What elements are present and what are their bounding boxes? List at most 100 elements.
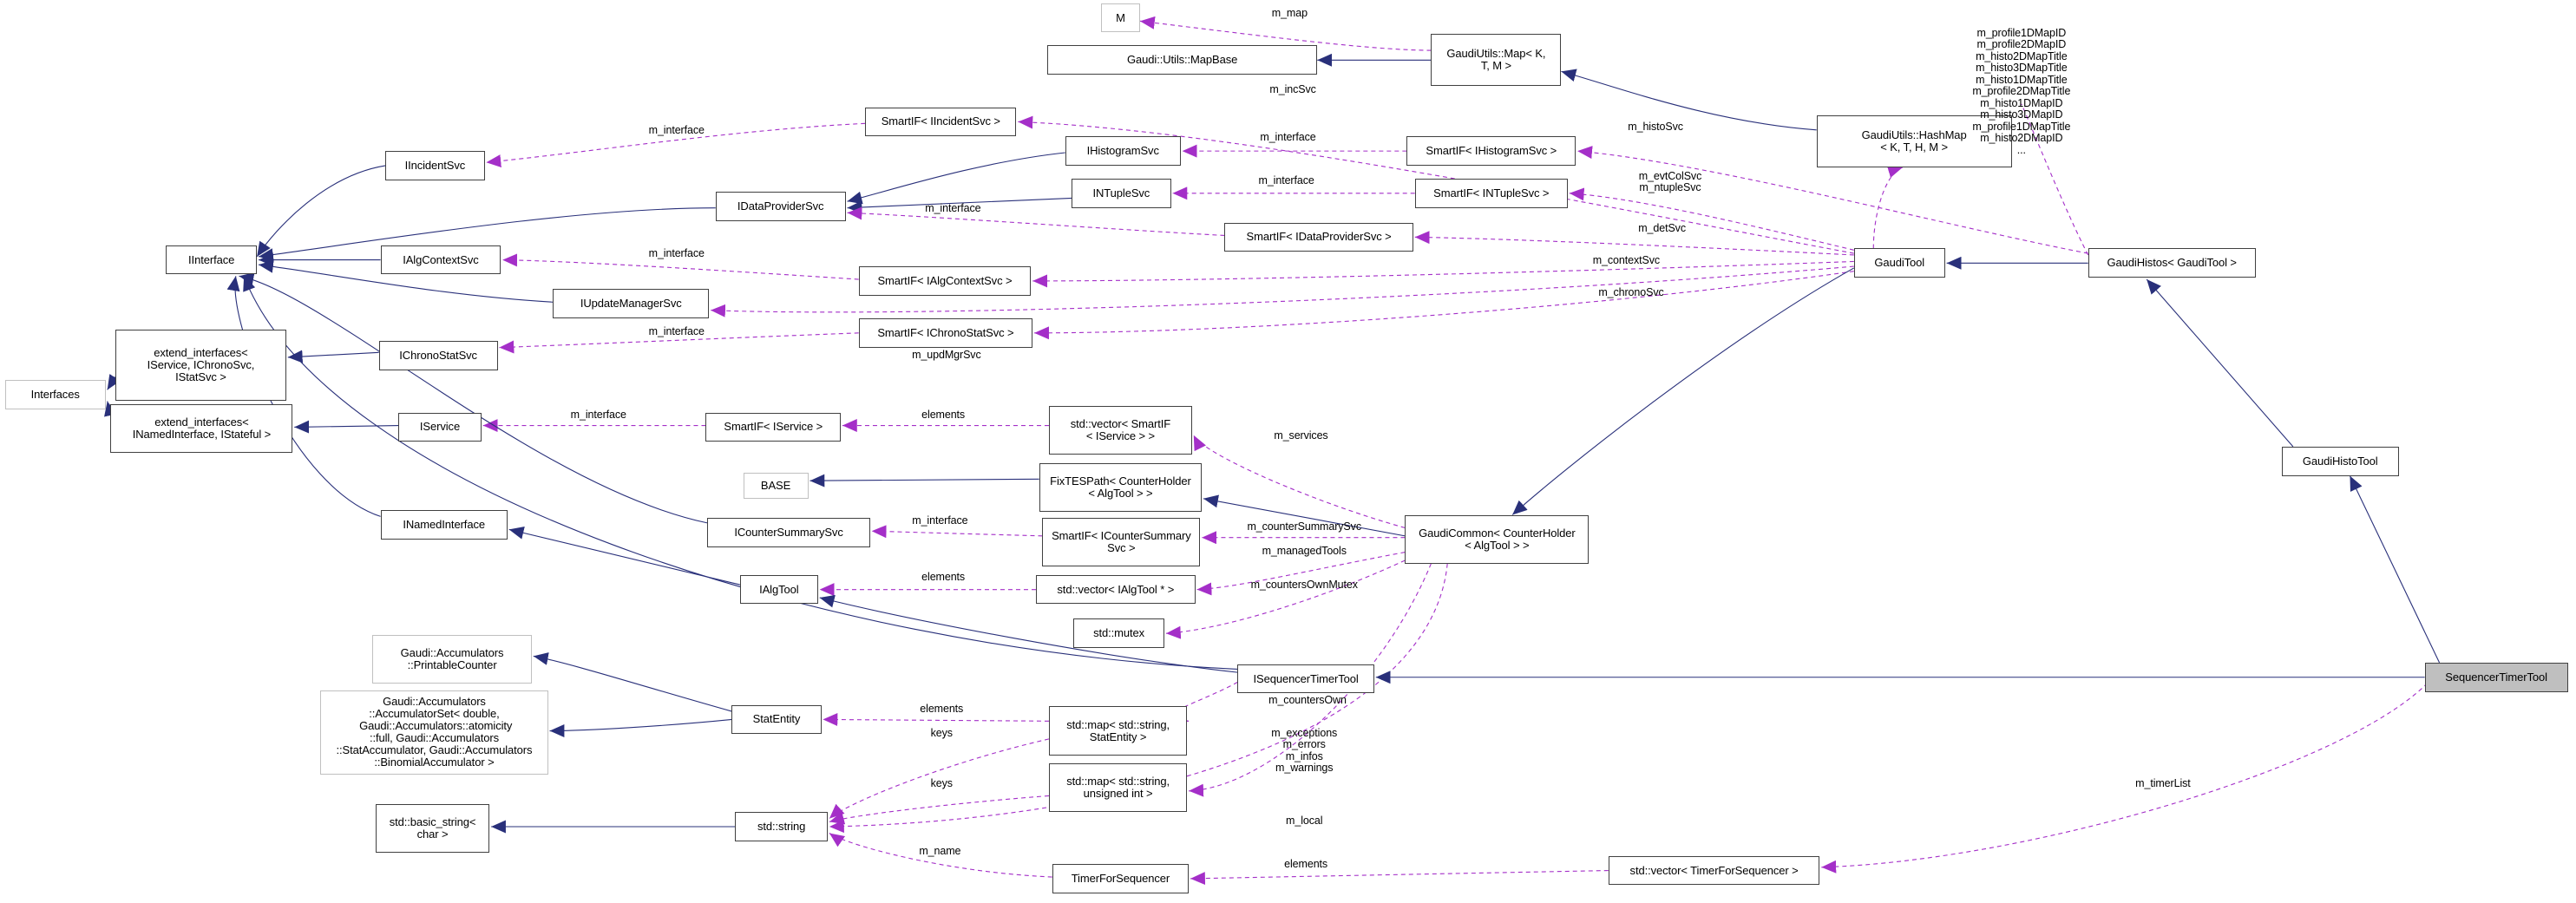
- class-node-label: std::vector< IAlgTool * >: [1057, 582, 1175, 596]
- class-node-ihistogramsvc[interactable]: IHistogramSvc: [1065, 136, 1181, 166]
- class-node-ialgcontextsvc[interactable]: IAlgContextSvc: [380, 245, 501, 275]
- class-node-extend_svc[interactable]: extend_interfaces< IService, IChronoSvc,…: [115, 330, 286, 402]
- class-node-smartif_iincidentsvc[interactable]: SmartIF< IIncidentSvc >: [865, 107, 1017, 137]
- edge-label-m_managedTools: m_managedTools: [1262, 545, 1347, 558]
- edge-label-m_detSvc: m_detSvc: [1638, 221, 1686, 234]
- class-node-fixtespath[interactable]: FixTESPath< CounterHolder < AlgTool > >: [1039, 462, 1203, 512]
- class-node-gmap[interactable]: GaudiUtils::Map< K, T, M >: [1431, 34, 1562, 87]
- class-node-label: IInterface: [188, 252, 235, 266]
- class-node-stdmutex[interactable]: std::mutex: [1073, 618, 1165, 649]
- class-node-label: std::mutex: [1093, 626, 1145, 640]
- edge-isequencertimertool-to-ialgtool: [820, 594, 1238, 672]
- edge-fixtespath-to-base: [810, 474, 1039, 487]
- class-node-smartif_icountersummary[interactable]: SmartIF< ICounterSummary Svc >: [1042, 518, 1201, 567]
- edge-gauditool-to-smartif_intuplesvc: [1570, 187, 1854, 251]
- class-node-vec_ialgtool[interactable]: std::vector< IAlgTool * >: [1035, 574, 1196, 605]
- class-node-M[interactable]: M: [1100, 3, 1140, 33]
- class-node-idataprovidersvc[interactable]: IDataProviderSvc: [715, 191, 846, 221]
- edge-iincidentsvc-to-iinterface: [257, 166, 385, 257]
- class-node-inamedinterface[interactable]: INamedInterface: [380, 509, 508, 540]
- class-node-icountersummarysvc[interactable]: ICounterSummarySvc: [707, 518, 870, 547]
- edge-label-m_interface_2: m_interface: [1260, 130, 1316, 143]
- class-node-gauditool[interactable]: GaudiTool: [1853, 248, 1945, 278]
- edge-statentity-to-accumulatorset: [550, 719, 732, 738]
- class-node-extend_named[interactable]: extend_interfaces< INamedInterface, ISta…: [110, 404, 293, 454]
- class-node-gaudihistos[interactable]: GaudiHistos< GaudiTool >: [2088, 248, 2256, 278]
- class-node-label: Gaudi::Accumulators ::PrintableCounter: [400, 646, 504, 672]
- edge-label-m_interface_4: m_interface: [925, 202, 981, 215]
- edge-smartif_idataprovider-to-idataprovidersvc: [848, 206, 1225, 235]
- edge-ichronostatsvc-to-extend_svc: [288, 350, 379, 363]
- class-node-smartif_iservice[interactable]: SmartIF< IService >: [705, 412, 842, 442]
- edge-label-m_histoSvc: m_histoSvc: [1628, 121, 1683, 134]
- class-node-gaudicommon[interactable]: GaudiCommon< CounterHolder < AlgTool > >: [1405, 514, 1590, 564]
- edge-label-m_local: m_local: [1286, 814, 1323, 827]
- class-node-stdstring[interactable]: std::string: [735, 812, 829, 841]
- class-node-label: SmartIF< INTupleSvc >: [1433, 186, 1550, 200]
- class-node-sequencertimertool[interactable]: SequencerTimerTool: [2424, 662, 2568, 692]
- edge-vec_timerforsequencer-to-timerforsequencer: [1190, 871, 1609, 886]
- class-node-base[interactable]: BASE: [743, 472, 809, 499]
- class-node-gaudihistotool[interactable]: GaudiHistoTool: [2281, 446, 2399, 476]
- edge-sequencertimertool-to-gaudihistotool: [2350, 476, 2439, 663]
- class-node-label: SmartIF< IService >: [724, 420, 823, 434]
- class-node-interfaces[interactable]: Interfaces: [4, 380, 106, 409]
- class-node-label: TimerForSequencer: [1071, 871, 1170, 885]
- class-node-iinterface[interactable]: IInterface: [166, 245, 258, 275]
- edge-gauditool-to-smartif_ichronostatsvc: [1034, 272, 1854, 340]
- class-node-label: GaudiHistoTool: [2302, 454, 2378, 468]
- class-node-ialgtool[interactable]: IAlgTool: [739, 574, 818, 605]
- edge-hashmap-to-gmap: [1561, 69, 1816, 129]
- edge-label-m_updMgrSvc: m_updMgrSvc: [912, 348, 981, 361]
- class-node-label: std::map< std::string, unsigned int >: [1066, 775, 1170, 801]
- class-node-label: SmartIF< IIncidentSvc >: [881, 115, 1000, 128]
- class-node-basicstring[interactable]: std::basic_string< char >: [375, 803, 490, 853]
- class-node-printablecounter[interactable]: Gaudi::Accumulators ::PrintableCounter: [372, 635, 532, 684]
- edge-label-m_services: m_services: [1274, 429, 1328, 442]
- class-node-label: BASE: [760, 478, 791, 492]
- edge-label-m_interface_1: m_interface: [648, 124, 705, 137]
- class-node-vec_timerforsequencer[interactable]: std::vector< TimerForSequencer >: [1608, 855, 1820, 886]
- class-node-label: IAlgTool: [759, 582, 799, 596]
- class-node-smartif_ichronostatsvc[interactable]: SmartIF< IChronoStatSvc >: [858, 317, 1033, 348]
- edge-label-m_countersOwn: m_countersOwn: [1268, 694, 1347, 707]
- class-node-intuplesvc[interactable]: INTupleSvc: [1072, 178, 1171, 208]
- class-node-label: SmartIF< IHistogramSvc >: [1426, 144, 1557, 158]
- class-node-iupdatemanagersvc[interactable]: IUpdateManagerSvc: [553, 289, 710, 318]
- class-node-statentity[interactable]: StatEntity: [731, 704, 822, 735]
- class-node-vec_smartif_iservice[interactable]: std::vector< SmartIF < IService > >: [1048, 406, 1192, 455]
- class-node-smartif_ialgcontextsvc[interactable]: SmartIF< IAlgContextSvc >: [858, 266, 1032, 296]
- class-node-timerforsequencer[interactable]: TimerForSequencer: [1052, 864, 1190, 893]
- class-node-iincidentsvc[interactable]: IIncidentSvc: [385, 151, 485, 180]
- edge-extend_svc-to-interfaces: [108, 374, 121, 389]
- class-node-label: StatEntity: [752, 712, 801, 726]
- edge-label-m_counterSummarySvc: m_counterSummarySvc: [1247, 520, 1361, 533]
- class-node-label: ICounterSummarySvc: [734, 526, 843, 540]
- edge-iservice-to-extend_named: [294, 420, 398, 434]
- class-node-label: IAlgContextSvc: [403, 252, 479, 266]
- class-node-ichronostatsvc[interactable]: IChronoStatSvc: [378, 341, 498, 370]
- class-node-label: std::vector< TimerForSequencer >: [1629, 863, 1799, 877]
- class-node-isequencertimertool[interactable]: ISequencerTimerTool: [1237, 664, 1374, 694]
- class-node-smartif_idataprovider[interactable]: SmartIF< IDataProviderSvc >: [1224, 222, 1413, 252]
- edge-label-m_interface_6: m_interface: [648, 325, 705, 338]
- edge-label-m_countersOwnMutex: m_countersOwnMutex: [1250, 579, 1358, 592]
- class-node-iservice[interactable]: IService: [398, 412, 482, 442]
- class-node-map_unsignedint[interactable]: std::map< std::string, unsigned int >: [1048, 762, 1188, 813]
- edge-label-elements_3: elements: [920, 702, 964, 715]
- class-node-map_statentity[interactable]: std::map< std::string, StatEntity >: [1048, 706, 1188, 756]
- edge-gauditool-to-gaudicommon: [1512, 268, 1854, 515]
- edge-gaudicommon-to-vec_smartif_iservice: [1194, 435, 1406, 528]
- class-node-smartif_intuplesvc[interactable]: SmartIF< INTupleSvc >: [1414, 178, 1568, 208]
- class-node-label: SequencerTimerTool: [2445, 670, 2547, 684]
- class-node-smartif_ihistogramsvc[interactable]: SmartIF< IHistogramSvc >: [1406, 136, 1576, 166]
- class-node-hashmap[interactable]: GaudiUtils::HashMap < K, T, H, M >: [1816, 115, 2012, 167]
- class-node-accumulatorset[interactable]: Gaudi::Accumulators ::AccumulatorSet< do…: [320, 690, 548, 775]
- edge-ihistogramsvc-to-idataprovidersvc: [848, 153, 1065, 205]
- class-node-label: FixTESPath< CounterHolder < AlgTool > >: [1050, 474, 1191, 500]
- edge-label-m_interface_3: m_interface: [1258, 174, 1314, 187]
- edge-label-m_evtColSvc: m_evtColSvc m_ntupleSvc: [1638, 169, 1702, 194]
- class-node-mapbase[interactable]: Gaudi::Utils::MapBase: [1047, 45, 1318, 75]
- edge-label-elements_2: elements: [921, 571, 966, 584]
